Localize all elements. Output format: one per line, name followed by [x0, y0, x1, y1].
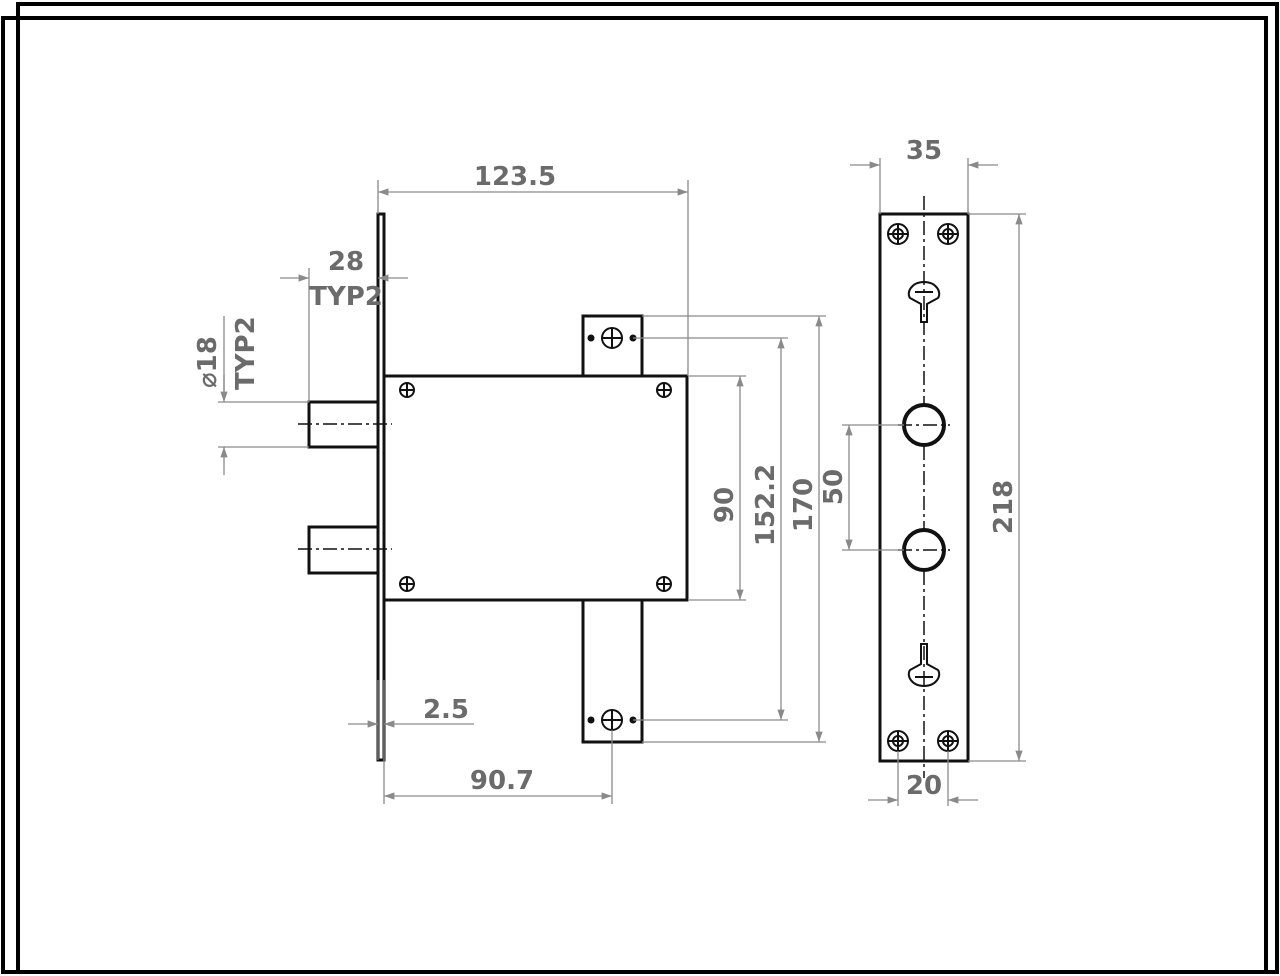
dim-label: 28	[328, 247, 364, 277]
dim-label: 50	[819, 469, 849, 505]
dim-label: 35	[906, 136, 942, 166]
dim-label: 90	[710, 487, 740, 523]
screw-hole-icon	[937, 223, 959, 245]
key-icon	[907, 643, 941, 688]
screw-hole-icon	[887, 730, 909, 752]
dim-label: 218	[989, 480, 1019, 534]
dim-label: 170	[789, 478, 819, 532]
dim-backset: 90.7	[383, 730, 613, 804]
dim-overall-width: 123.5	[377, 162, 689, 376]
dim-case-height: 90	[688, 375, 746, 601]
screw-hole-icon	[399, 576, 415, 592]
dim-label: 90.7	[470, 766, 534, 796]
dim-bolt-projection: 28 TYP2	[280, 247, 408, 402]
dim-label: 152.2	[751, 464, 781, 546]
bolt-upper	[298, 400, 392, 449]
dim-strike-hole-spacing: 20	[868, 751, 978, 806]
dim-label: ⌀18	[193, 336, 223, 388]
lock-front-view	[298, 212, 689, 762]
dim-fixing-centres: 152.2	[633, 337, 788, 721]
screw-hole-icon	[656, 382, 672, 398]
dim-label: 20	[906, 771, 942, 801]
dim-note: TYP2	[231, 316, 261, 390]
dim-faceplate-thickness: 2.5	[348, 680, 474, 760]
screw-hole-icon	[887, 223, 909, 245]
dim-strike-width: 35	[850, 136, 998, 214]
dim-note: TYP2	[309, 282, 383, 312]
dim-bolt-diameter: ⌀18 TYP2	[193, 316, 309, 475]
dim-bolt-spacing: 50	[819, 424, 904, 551]
dim-strike-height: 218	[968, 213, 1026, 762]
strike-plate-view	[878, 196, 970, 778]
screw-hole-icon	[937, 730, 959, 752]
dim-label: 2.5	[423, 695, 469, 725]
screw-hole-icon	[656, 576, 672, 592]
screw-hole-icon	[399, 382, 415, 398]
dim-label: 123.5	[474, 162, 556, 192]
key-icon	[907, 280, 941, 323]
dim-bracket-height: 170	[642, 315, 826, 743]
bolt-lower	[298, 525, 392, 575]
lock-case	[382, 374, 689, 602]
